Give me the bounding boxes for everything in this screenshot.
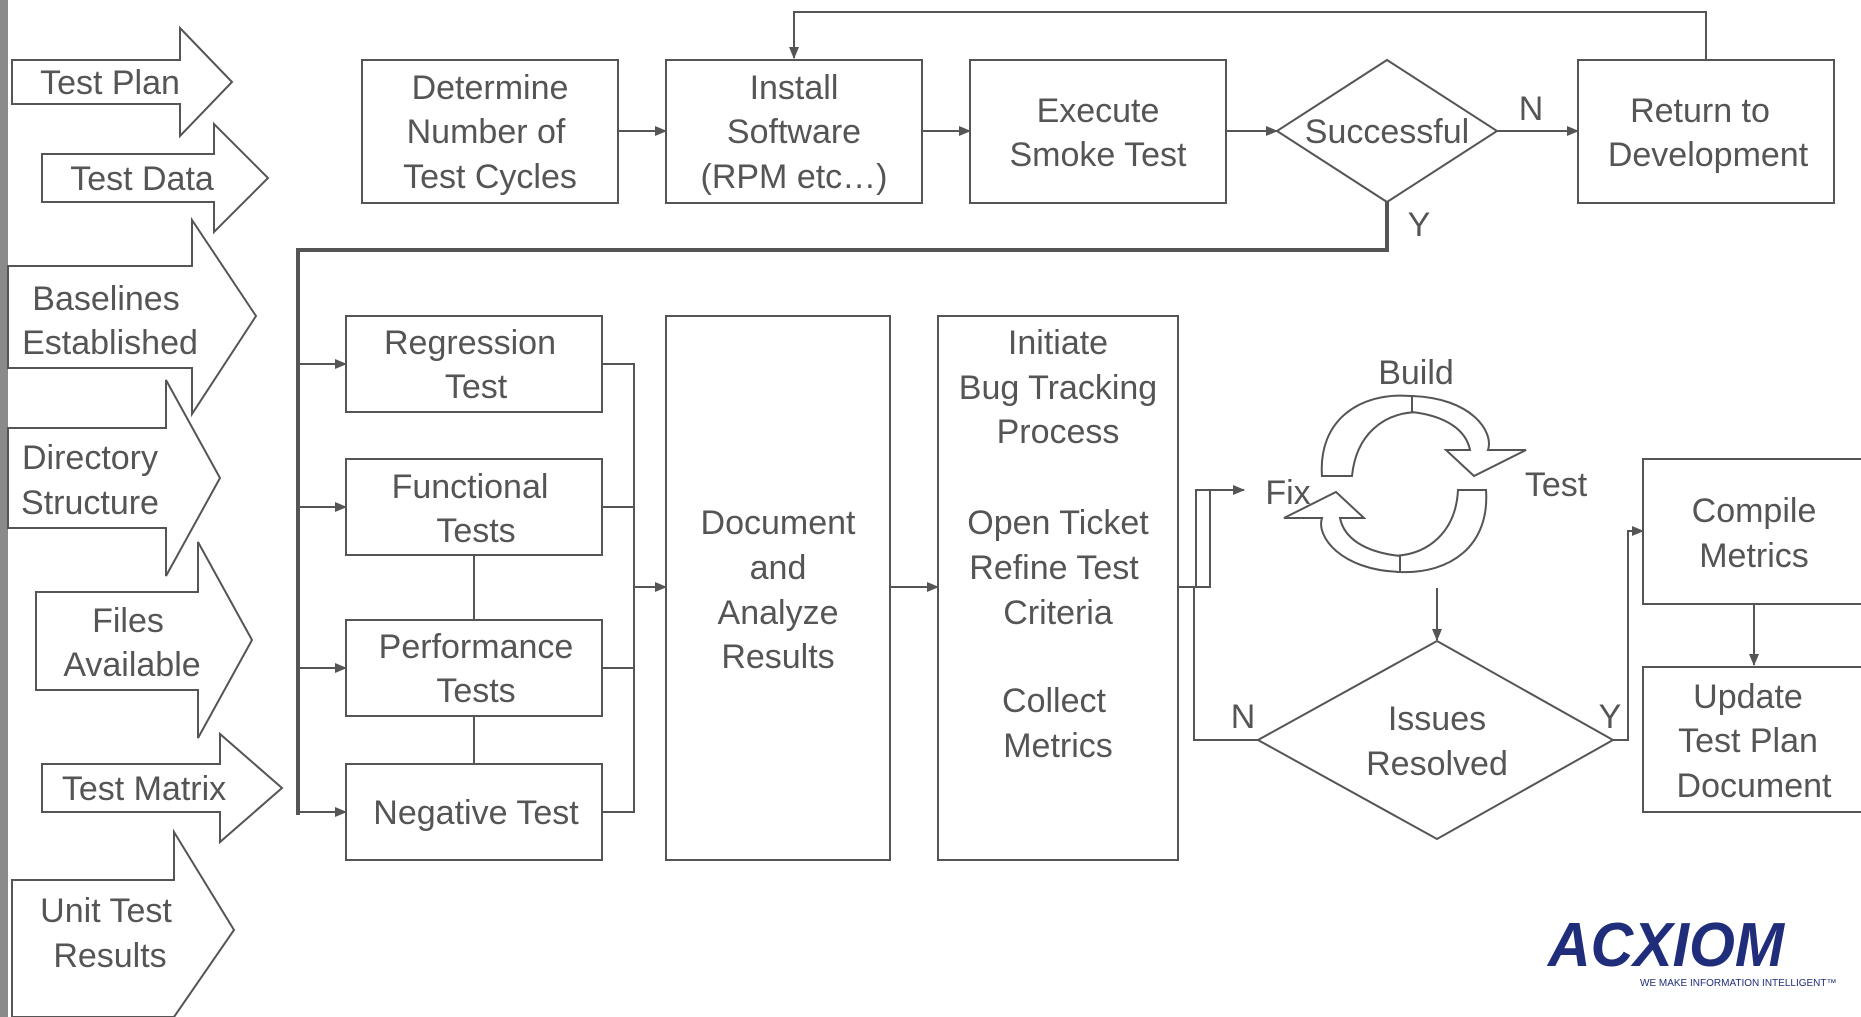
box-document-analyze: Document and Analyze Results (665, 315, 891, 861)
issues-yes-connector (1613, 526, 1644, 741)
box-label: Determine (412, 69, 569, 107)
box-negative-test: Negative Test (345, 763, 603, 861)
input-arrow-files: Files Available (35, 541, 254, 739)
box-label: Refine Test (969, 549, 1139, 587)
success-yes-connector (296, 202, 1389, 815)
logo-tagline: WE MAKE INFORMATION INTELLIGENT™ (1640, 978, 1837, 989)
box-bug-tracking: Initiate Bug Tracking Process Open Ticke… (937, 315, 1179, 861)
box-label: Metrics (1003, 727, 1113, 765)
input-arrow-baselines: Baselines Established (7, 216, 258, 418)
edge-label-no: N (1519, 90, 1544, 128)
box-compile-metrics: Compile Metrics (1642, 458, 1861, 605)
box-execute-smoke-test: Execute Smoke Test (969, 59, 1227, 204)
box-label: Tests (436, 672, 515, 710)
box-label: Compile (1692, 492, 1817, 530)
box-label: Initiate (1008, 324, 1108, 362)
box-functional-tests: Functional Tests (345, 458, 603, 556)
box-label: Test Cycles (403, 158, 577, 196)
box-label: Results (721, 638, 834, 676)
box-label: Update (1693, 678, 1803, 716)
box-label: Document (1677, 767, 1833, 805)
collector-connector (602, 363, 635, 813)
input-label: Unit Test (40, 892, 172, 930)
decision-issues-resolved: Issues Resolved (1255, 639, 1616, 841)
cycle-arrow-right (1411, 394, 1527, 478)
box-label: Functional (392, 468, 549, 506)
box-label: Bug Tracking (959, 369, 1157, 407)
box-label: Development (1608, 136, 1809, 174)
box-label: Software (727, 113, 861, 151)
box-label: Number of (407, 113, 566, 151)
input-arrow-test-matrix: Test Matrix (41, 731, 284, 845)
input-label: Directory (22, 439, 158, 477)
cycle-label-test: Test (1525, 466, 1588, 504)
issues-no-connector (1193, 587, 1258, 741)
input-label: Structure (21, 484, 159, 522)
input-arrow-test-plan: Test Plan (11, 25, 234, 139)
cycle-arrow-left (1283, 490, 1401, 574)
input-label: Established (22, 324, 198, 362)
box-label: Analyze (718, 594, 839, 632)
box-label: Install (750, 69, 839, 107)
input-label: Test Data (70, 160, 214, 198)
box-determine-cycles: Determine Number of Test Cycles (361, 59, 619, 204)
box-label: Negative Test (373, 794, 579, 832)
box-install-software: Install Software (RPM etc…) (665, 59, 923, 204)
logo-wordmark: ACXIOM (1546, 911, 1785, 980)
box-label: Metrics (1699, 537, 1809, 575)
box-label: Test Plan (1678, 722, 1818, 760)
box-label: Return to (1630, 92, 1770, 130)
edge-label-yes: Y (1599, 698, 1622, 736)
box-update-test-plan: Update Test Plan Document (1642, 666, 1861, 813)
box-performance-tests: Performance Tests (345, 619, 603, 717)
box-label: (RPM etc…) (701, 158, 888, 196)
decision-successful: Successful (1275, 58, 1499, 204)
decision-label: Resolved (1366, 745, 1508, 783)
input-arrow-test-data: Test Data (41, 121, 270, 235)
left-edge-bar (0, 0, 8, 1017)
input-label: Test Plan (40, 64, 180, 102)
box-label: Performance (379, 628, 574, 666)
feedback-connector (789, 11, 1707, 60)
decision-label: Successful (1305, 113, 1469, 151)
input-label: Files (92, 602, 164, 640)
input-arrow-directory: Directory Structure (7, 379, 222, 577)
box-label: Criteria (1003, 594, 1113, 632)
edge-label-yes: Y (1408, 206, 1431, 244)
box-label: Smoke Test (1009, 136, 1187, 174)
input-label: Available (63, 646, 200, 684)
cycle-label-build: Build (1378, 354, 1454, 392)
cycle-label-fix: Fix (1265, 474, 1310, 512)
decision-label: Issues (1388, 700, 1486, 738)
input-arrow-unit-test: Unit Test Results (11, 828, 236, 1017)
box-label: Collect (1002, 682, 1106, 720)
box-label: Tests (436, 512, 515, 550)
box-label: Regression (384, 324, 556, 362)
input-label: Results (53, 937, 166, 975)
input-label: Baselines (32, 280, 179, 318)
box-label: and (750, 549, 807, 587)
cycle-diagram: Build Test Fix (1265, 354, 1588, 574)
box-label: Execute (1037, 92, 1160, 130)
box-label: Document (701, 504, 857, 542)
input-label: Test Matrix (62, 770, 226, 808)
box-regression-test: Regression Test (345, 315, 603, 413)
edge-label-no: N (1231, 698, 1256, 736)
box-label: Open Ticket (967, 504, 1149, 542)
box-label: Test (445, 368, 508, 406)
acxiom-logo: ACXIOM WE MAKE INFORMATION INTELLIGENT™ (1546, 911, 1836, 989)
connector (1178, 490, 1211, 588)
box-label: Process (997, 413, 1120, 451)
box-return-to-development: Return to Development (1577, 59, 1835, 204)
